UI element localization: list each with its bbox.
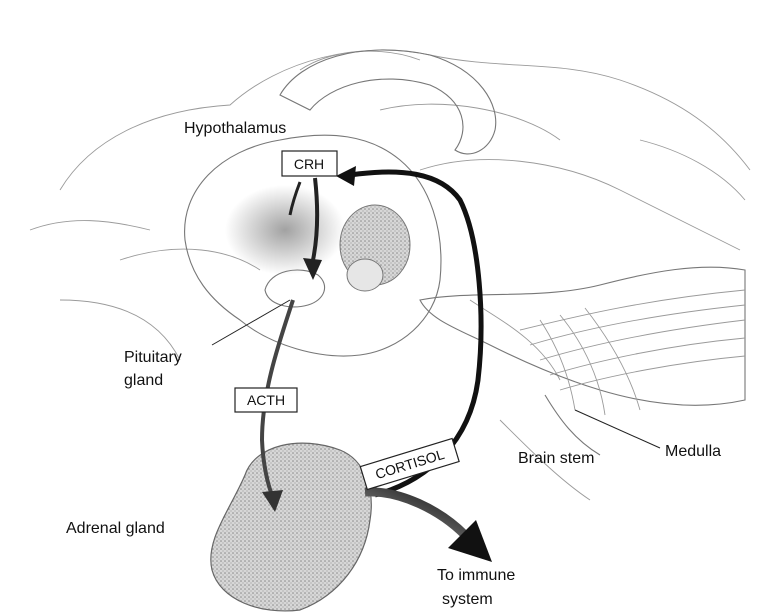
pituitary-leader-line (212, 300, 290, 345)
adrenal-gland-label: Adrenal gland (66, 520, 165, 537)
crh-label: CRH (294, 156, 324, 172)
pituitary-label-line2: gland (124, 372, 163, 389)
immune-label-line2: system (442, 591, 493, 608)
crh-box: CRH (282, 151, 337, 176)
immune-arrow (365, 492, 465, 535)
acth-label: ACTH (247, 392, 285, 408)
medulla-leader-line (575, 410, 660, 448)
acth-box: ACTH (235, 388, 297, 412)
medulla-label: Medulla (665, 443, 721, 460)
brain-stem-label: Brain stem (518, 450, 594, 467)
pituitary-label-line1: Pituitary (124, 349, 182, 366)
cortisol-arrowhead-icon (336, 166, 356, 186)
immune-label-line1: To immune (437, 567, 515, 584)
hypothalamus-label: Hypothalamus (184, 120, 286, 137)
brain-illustration (30, 50, 750, 500)
adrenal-gland-shape (211, 443, 371, 611)
